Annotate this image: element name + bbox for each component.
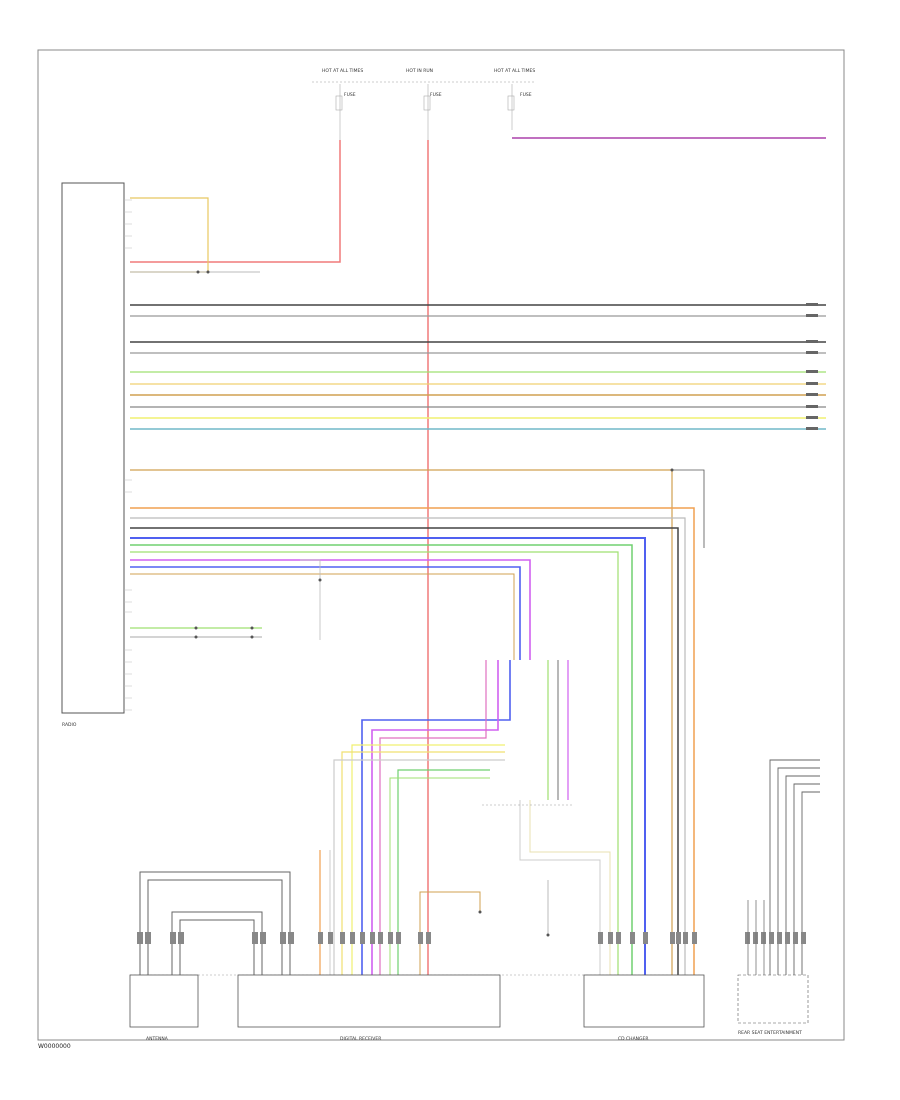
diagram-code: W0000000 — [38, 1043, 71, 1050]
digital-receiver-box — [237, 974, 501, 1028]
fuse-name-1: FUSE — [344, 92, 356, 98]
diagram-border — [37, 49, 845, 1041]
fuse-group: HOT AT ALL TIMES HOT IN RUN HOT AT ALL T… — [312, 68, 535, 140]
antenna-label: ANTENNA — [146, 1036, 169, 1042]
fuse-label-2: HOT IN RUN — [406, 68, 433, 74]
cd-changer-box — [583, 974, 705, 1028]
fuse-name-3: FUSE — [520, 92, 532, 98]
audio-wires — [130, 469, 705, 975]
rear-seat-wires — [769, 759, 820, 975]
fuse-name-2: FUSE — [430, 92, 442, 98]
connector-pins — [137, 932, 806, 944]
harness-wires — [130, 304, 826, 430]
radio-label: RADIO — [62, 722, 77, 728]
harness-terminals — [806, 303, 818, 430]
radio-box — [61, 182, 125, 714]
splice-points — [194, 270, 674, 937]
cd-changer-label: CD CHANGER — [618, 1036, 648, 1042]
radio-pins — [124, 199, 132, 711]
antenna-box — [129, 974, 199, 1028]
middle-connectors — [333, 660, 611, 975]
rear-seat-entertainment-label: REAR SEAT ENTERTAINMENT — [738, 1030, 802, 1036]
digital-receiver-label: DIGITAL RECEIVER — [340, 1036, 381, 1042]
fuse-label-3: HOT AT ALL TIMES — [494, 68, 535, 74]
fuse-label-1: HOT AT ALL TIMES — [322, 68, 363, 74]
rear-seat-entertainment-box — [737, 974, 809, 1024]
antenna-wires — [139, 871, 291, 975]
